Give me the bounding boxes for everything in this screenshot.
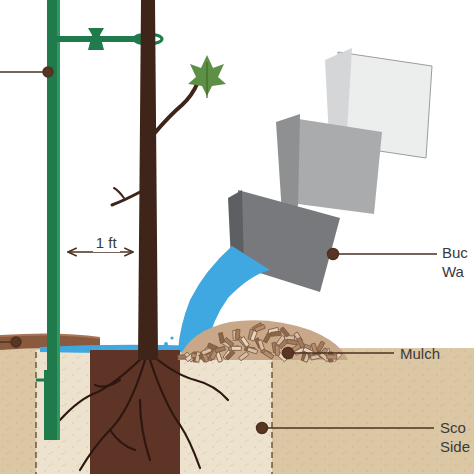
native-soil	[0, 348, 474, 474]
scored-side	[271, 352, 272, 474]
leader-lines	[0, 67, 437, 434]
callout-label: Sco Side	[440, 418, 470, 456]
mulch-chip	[271, 331, 281, 336]
planting-hole	[36, 350, 272, 474]
mulch-chip	[263, 332, 271, 343]
twig	[114, 188, 124, 198]
root-ball	[90, 350, 180, 474]
mulch-chip	[327, 355, 337, 360]
mulch-chip	[263, 350, 274, 359]
tie-clip	[88, 28, 104, 50]
mulch-chip	[287, 339, 298, 345]
tree-stake	[47, 0, 57, 440]
mulch-chip	[231, 346, 241, 350]
hole-texture	[36, 350, 272, 474]
branch	[112, 192, 140, 205]
mulch-chip	[201, 348, 212, 356]
mulch-chip	[254, 324, 265, 331]
mulch-chip	[247, 347, 258, 354]
tree-trunk	[138, 0, 158, 360]
callout-label: Mulch	[400, 344, 440, 363]
mulch-chip	[280, 327, 290, 337]
stake-highlight	[57, 0, 60, 440]
callout-label: Buc Wa	[442, 243, 468, 281]
stake-anchor	[36, 379, 52, 382]
mulch-chip	[215, 346, 226, 352]
bucket-medium	[276, 114, 382, 214]
mulch-chip	[224, 337, 234, 346]
branch	[153, 82, 198, 135]
mulch-chip	[219, 333, 225, 344]
mulch-chip	[239, 352, 249, 361]
roots	[60, 352, 228, 470]
mulch-chip	[297, 337, 305, 348]
mulch-chip	[225, 350, 235, 360]
dimension-label: 1 ft	[93, 233, 120, 252]
mulch-chip	[235, 329, 240, 339]
soil-texture	[0, 348, 474, 474]
scored-side	[35, 352, 36, 474]
leaf-vein	[206, 62, 207, 98]
mulch-pile	[178, 320, 348, 362]
